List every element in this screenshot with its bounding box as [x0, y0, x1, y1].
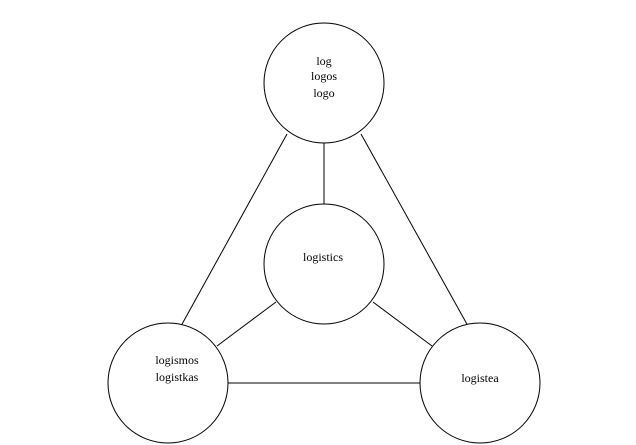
node-left-label-2: logistkas — [156, 370, 199, 384]
edge-top-left — [180, 133, 288, 327]
node-right: logistea — [419, 322, 541, 444]
edge-center-left — [216, 301, 277, 347]
edges — [180, 133, 469, 384]
node-center-circle — [263, 203, 385, 325]
node-top: log logos logo — [263, 22, 385, 144]
node-top-label-2: logos — [311, 69, 337, 83]
node-left: logismos logistkas — [107, 322, 229, 444]
node-top-label-1: log — [316, 54, 331, 68]
edge-top-right — [360, 133, 469, 327]
node-right-circle — [419, 322, 541, 444]
node-center-label: logistics — [303, 250, 343, 264]
node-top-label-3: logo — [313, 86, 334, 100]
node-right-label: logistea — [461, 371, 499, 385]
node-center: logistics — [263, 203, 385, 325]
edge-center-right — [372, 301, 433, 347]
node-top-circle — [263, 22, 385, 144]
node-left-circle — [107, 322, 229, 444]
node-left-label-1: logismos — [155, 353, 199, 367]
